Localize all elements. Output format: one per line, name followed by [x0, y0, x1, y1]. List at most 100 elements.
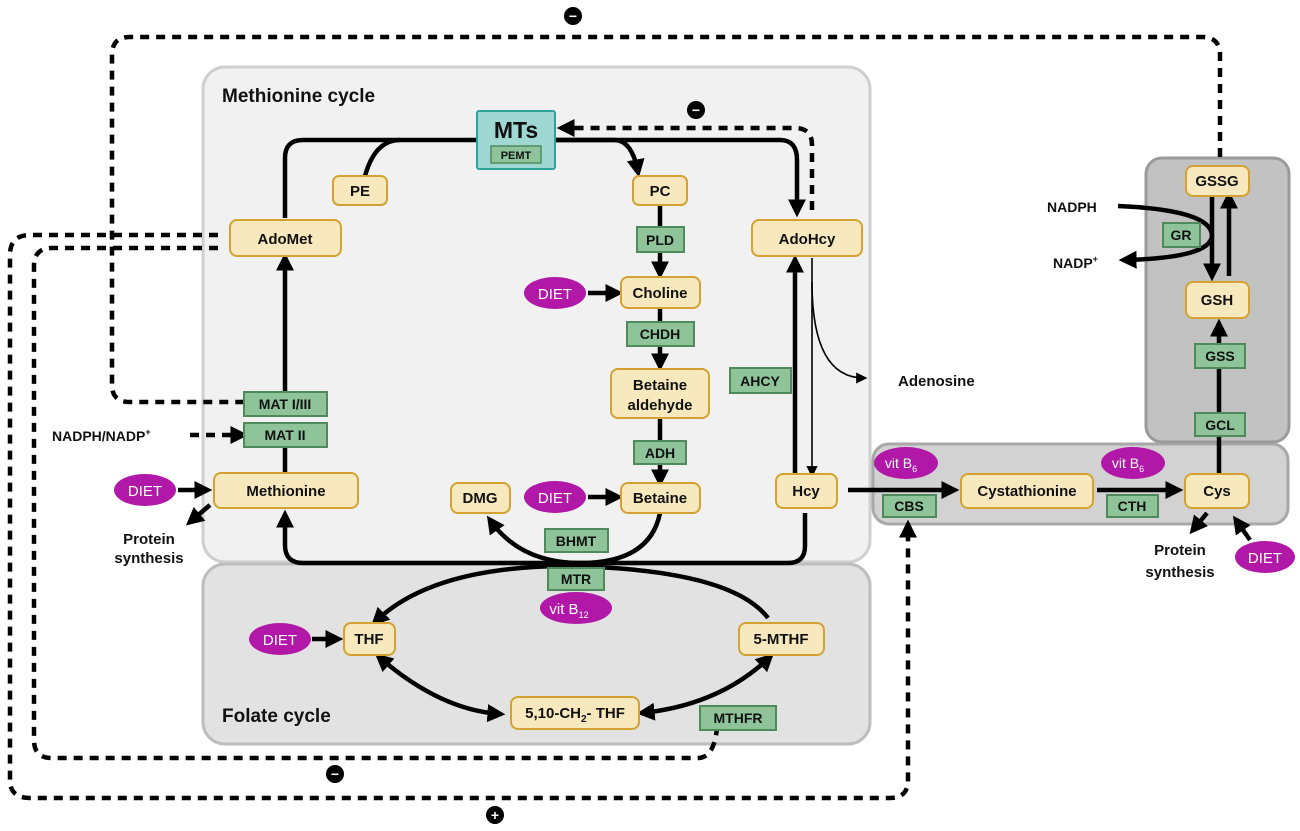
- metabolite-pe: PE: [332, 175, 388, 206]
- adohcy-inhibition-line: [556, 119, 815, 210]
- bhmt-to-dmg-arrow: [486, 515, 581, 566]
- enzyme-mat-ii: MAT II: [243, 422, 328, 448]
- metabolite-5-mthf: 5-MTHF: [738, 622, 825, 656]
- enzyme-pld: PLD: [636, 226, 685, 253]
- svg-text:CHDH: CHDH: [640, 326, 680, 342]
- svg-text:aldehyde: aldehyde: [627, 397, 692, 414]
- enzyme-pemt: PEMT: [501, 150, 532, 162]
- adenosine-label: Adenosine: [898, 373, 975, 390]
- hcy-remethylation-line: [276, 509, 808, 566]
- svg-text:vit B12: vit B12: [549, 601, 588, 620]
- vitamin-b6-badge-cth: vit B6: [1101, 447, 1165, 479]
- enzyme-ahcy: AHCY: [729, 367, 792, 394]
- svg-text:ADH: ADH: [645, 445, 675, 461]
- adomet-feedback-inner-line: [31, 245, 720, 761]
- minus-sign-top: −: [564, 7, 582, 25]
- svg-text:−: −: [331, 766, 339, 782]
- svg-text:GCL: GCL: [1205, 417, 1235, 433]
- enzyme-cth: CTH: [1106, 494, 1159, 518]
- protein-synthesis-cys-line2: synthesis: [1145, 564, 1214, 581]
- svg-text:CBS: CBS: [894, 498, 924, 514]
- metabolite-5-10-ch2-thf: 5,10-CH2- THF: [510, 696, 640, 730]
- svg-text:GSH: GSH: [1201, 292, 1234, 309]
- metabolite-betaine-aldehyde: Betaine aldehyde: [610, 368, 710, 419]
- betaine-bhmt-curve: [579, 512, 663, 566]
- svg-text:THF: THF: [354, 631, 383, 648]
- svg-text:MAT I/III: MAT I/III: [259, 396, 312, 412]
- enzyme-gcl: GCL: [1194, 412, 1246, 437]
- protein-synthesis-methionine-line2: synthesis: [114, 550, 183, 567]
- methionine-to-protein-arrow: [185, 503, 212, 526]
- enzyme-chdh: CHDH: [626, 321, 695, 347]
- metabolite-dmg: DMG: [450, 482, 511, 514]
- svg-text:Cys: Cys: [1203, 483, 1231, 500]
- methyltransferases-box: MTs PEMT: [476, 110, 556, 170]
- svg-text:CTH: CTH: [1118, 498, 1147, 514]
- diet-badge-choline: DIET: [524, 277, 586, 309]
- mts-to-adomet-line: [282, 137, 477, 218]
- protein-synthesis-methionine-line1: Protein: [123, 531, 175, 548]
- diet-badge-betaine: DIET: [524, 481, 586, 513]
- cys-to-protein-arrow: [1189, 511, 1209, 535]
- minus-sign-adohcy: −: [687, 101, 705, 119]
- svg-text:Betaine: Betaine: [633, 377, 687, 394]
- adomet-feedback-outer-line: [7, 232, 917, 801]
- svg-text:Betaine: Betaine: [633, 490, 687, 507]
- metabolite-methionine: Methionine: [213, 472, 359, 509]
- metabolite-gssg: GSSG: [1185, 165, 1250, 197]
- enzyme-bhmt: BHMT: [544, 528, 609, 553]
- svg-text:MAT II: MAT II: [265, 427, 306, 443]
- svg-text:GR: GR: [1171, 227, 1192, 243]
- metabolite-betaine: Betaine: [620, 482, 701, 514]
- svg-text:MTR: MTR: [561, 571, 591, 587]
- mtr-to-thf-arrow: [371, 563, 770, 626]
- mts-label: MTs: [494, 117, 538, 143]
- thf-ch2thf-arrow: [374, 653, 506, 723]
- svg-text:DIET: DIET: [1248, 550, 1282, 567]
- plus-sign-cbs: +: [486, 806, 504, 824]
- svg-text:DIET: DIET: [263, 632, 297, 649]
- enzyme-mtr: MTR: [547, 567, 605, 591]
- diet-badge-methionine: DIET: [114, 474, 176, 506]
- vitamin-b12-badge: vit B12: [540, 592, 612, 624]
- nadph-to-nadp-arrow: [1117, 203, 1215, 269]
- vitamin-b6-badge-cbs: vit B6: [874, 447, 938, 479]
- svg-text:BHMT: BHMT: [556, 533, 597, 549]
- metabolite-choline: Choline: [620, 276, 701, 309]
- svg-text:vit B6: vit B6: [1112, 455, 1144, 474]
- svg-text:GSSG: GSSG: [1195, 173, 1238, 190]
- enzyme-adh: ADH: [633, 440, 687, 465]
- methionine-cycle-title: Methionine cycle: [222, 86, 375, 107]
- svg-text:PE: PE: [350, 183, 370, 200]
- svg-text:PC: PC: [650, 183, 671, 200]
- metabolite-cystathionine: Cystathionine: [960, 473, 1094, 509]
- metabolite-thf: THF: [343, 622, 396, 656]
- diet-to-cys-arrow: [1232, 515, 1252, 542]
- svg-text:DMG: DMG: [463, 490, 498, 507]
- nadp-label: NADP+: [1053, 254, 1098, 271]
- svg-text:5-MTHF: 5-MTHF: [754, 631, 809, 648]
- enzyme-cbs: CBS: [882, 494, 937, 518]
- protein-synthesis-cys-line1: Protein: [1154, 542, 1206, 559]
- svg-text:+: +: [491, 807, 499, 823]
- metabolite-adohcy: AdoHcy: [751, 219, 863, 257]
- svg-text:DIET: DIET: [538, 490, 572, 507]
- svg-text:Hcy: Hcy: [792, 483, 820, 500]
- svg-text:GSS: GSS: [1205, 348, 1235, 364]
- nadph-nadp-label: NADPH/NADP+: [52, 427, 151, 444]
- folate-cycle-title: Folate cycle: [222, 706, 331, 727]
- metabolite-gsh: GSH: [1185, 281, 1250, 319]
- svg-text:−: −: [569, 8, 577, 24]
- svg-text:5,10-CH2- THF: 5,10-CH2- THF: [525, 705, 625, 725]
- mts-to-adohcy-arrow: [555, 137, 806, 218]
- svg-text:PLD: PLD: [646, 232, 674, 248]
- svg-text:Cystathionine: Cystathionine: [977, 483, 1076, 500]
- svg-text:MTHFR: MTHFR: [714, 710, 763, 726]
- metabolite-cys: Cys: [1184, 473, 1250, 509]
- svg-text:Methionine: Methionine: [246, 483, 325, 500]
- metabolite-hcy: Hcy: [775, 473, 838, 509]
- svg-text:Choline: Choline: [633, 285, 688, 302]
- svg-text:AHCY: AHCY: [740, 373, 780, 389]
- metabolite-pc: PC: [632, 175, 688, 206]
